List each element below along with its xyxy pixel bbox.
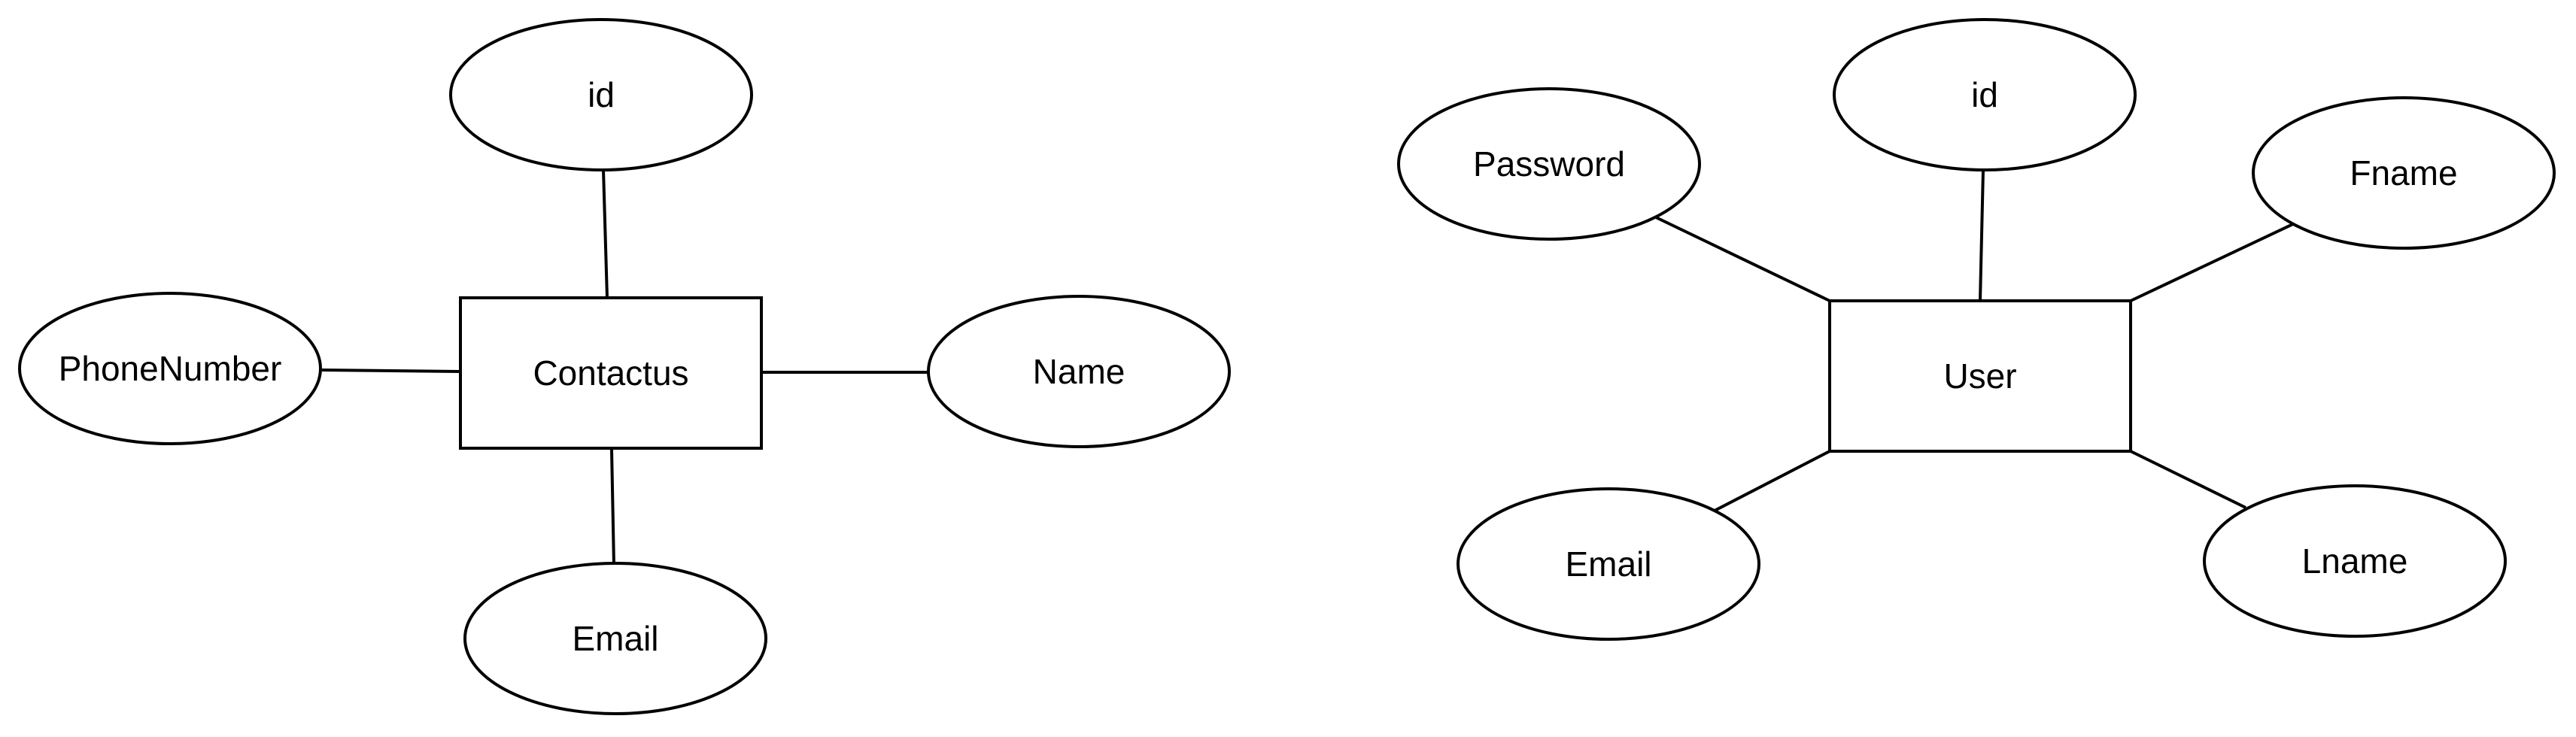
user-lname-connector <box>2130 450 2246 509</box>
contactus-name-label: Name <box>1033 352 1125 391</box>
contactus-email-label: Email <box>572 619 658 658</box>
contactus-id-attribute <box>449 18 753 171</box>
contactus-id-connector <box>602 169 609 299</box>
contactus-email-attribute <box>463 562 767 715</box>
user-email-label: Email <box>1565 544 1651 584</box>
user-entity <box>1828 299 2132 453</box>
user-fname-label: Fname <box>2350 153 2457 193</box>
user-lname-attribute <box>2203 484 2507 638</box>
user-password-attribute <box>1397 87 1701 241</box>
user-fname-attribute <box>2252 96 2556 250</box>
user-entity-group: User id Password Fname Email Lname <box>1397 18 2556 641</box>
contactus-entity <box>459 296 763 450</box>
contactus-entity-group: Contactus id PhoneNumber Name Email <box>18 18 1231 715</box>
user-password-connector <box>1655 216 1830 302</box>
user-lname-label: Lname <box>2302 541 2408 581</box>
contactus-id-label: id <box>588 75 615 114</box>
user-password-label: Password <box>1473 144 1625 183</box>
user-fname-connector <box>2130 222 2295 302</box>
user-email-connector <box>1712 450 1830 513</box>
contactus-phonenumber-connector <box>321 368 461 373</box>
user-id-connector <box>1979 169 1985 302</box>
contactus-name-attribute <box>927 295 1231 448</box>
user-id-attribute <box>1833 18 2137 171</box>
user-email-attribute <box>1457 487 1760 641</box>
contactus-phonenumber-label: PhoneNumber <box>59 349 282 388</box>
contactus-email-connector <box>610 449 615 566</box>
contactus-entity-label: Contactus <box>533 353 688 393</box>
contactus-phonenumber-attribute <box>18 292 322 445</box>
user-entity-label: User <box>1943 356 2016 396</box>
user-id-label: id <box>1971 75 1998 114</box>
